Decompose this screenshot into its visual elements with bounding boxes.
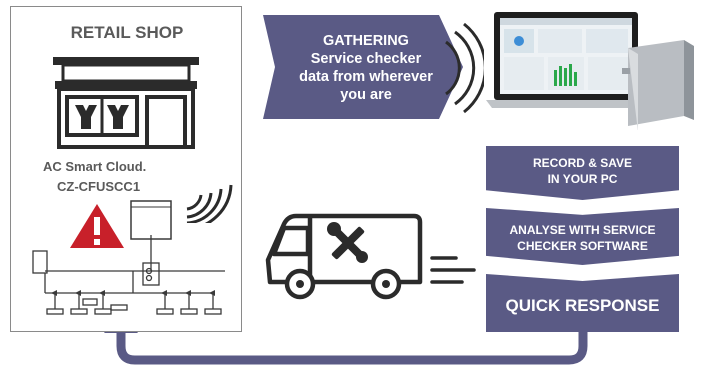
- device-label: AC Smart Cloud. CZ-CFUSCC1: [43, 157, 146, 197]
- storefront-icon: [53, 57, 199, 149]
- shop-title: RETAIL SHOP: [70, 23, 184, 42]
- step1-line2: IN YOUR PC: [547, 172, 618, 186]
- retail-shop-panel: RETAIL SHOP AC Smart Cloud. CZ-CFUSCC1: [10, 6, 242, 332]
- warning-icon: [70, 204, 124, 248]
- tools-icon: [327, 222, 368, 263]
- step-analyse: ANALYSE WITH SERVICE CHECKER SOFTWARE: [486, 208, 679, 265]
- step-quick-response: QUICK RESPONSE: [486, 274, 679, 332]
- step2-line1: ANALYSE WITH SERVICE: [509, 223, 656, 237]
- ac-network-schematic: [32, 235, 225, 315]
- step3-line1: QUICK RESPONSE: [505, 296, 660, 315]
- gathering-line4: you are: [340, 87, 392, 103]
- step1-line1: RECORD & SAVE: [532, 156, 633, 170]
- gathering-banner: GATHERING Service checker data from wher…: [263, 15, 463, 119]
- speed-lines-icon: [430, 256, 476, 284]
- service-van-icon: [265, 213, 423, 300]
- server-box-icon: [622, 40, 694, 130]
- step2-line2: CHECKER SOFTWARE: [517, 239, 648, 253]
- cloud-device-icon: [130, 200, 172, 240]
- step-record-save: RECORD & SAVE IN YOUR PC: [486, 146, 679, 200]
- gathering-line3: data from wherever: [299, 69, 433, 85]
- device-line2: CZ-CFUSCC1: [57, 179, 141, 194]
- device-line1: AC Smart Cloud.: [43, 159, 147, 174]
- gathering-line1: GATHERING: [323, 33, 409, 49]
- wireless-signal-icon: [186, 184, 233, 223]
- laptop-icon: [486, 12, 646, 108]
- gathering-line2: Service checker: [310, 51, 422, 67]
- transmission-waves-icon: [445, 22, 484, 114]
